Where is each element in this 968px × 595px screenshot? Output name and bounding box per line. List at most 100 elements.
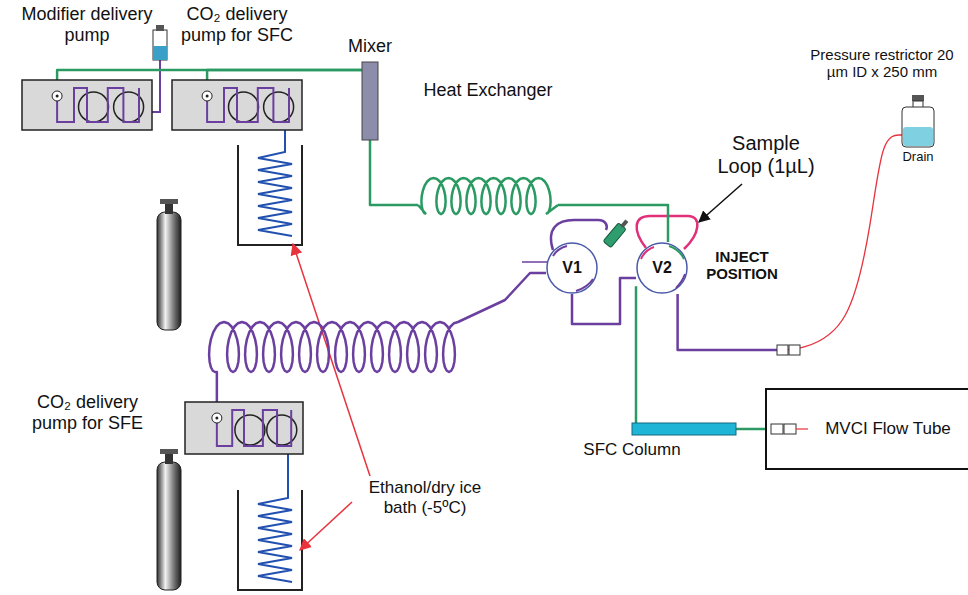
node-label: Mixer — [335, 36, 405, 57]
text-holder: V2 — [636, 242, 688, 294]
node-label: CO₂ delivery pump for SFC — [167, 4, 307, 45]
tubing-path — [635, 286, 638, 423]
tubing-path — [736, 428, 765, 431]
tubing-connector — [736, 429, 765, 430]
leader-arrow — [293, 244, 370, 476]
syringe-plunger — [620, 219, 628, 228]
node-shape — [362, 62, 378, 140]
cylinder-neck — [165, 204, 173, 214]
cylinder-neck — [165, 454, 173, 464]
valve-channel — [553, 246, 567, 256]
bottle-body — [902, 107, 934, 147]
text-holder: CO₂ delivery pump for SFC — [167, 4, 307, 45]
restrictor-capillary — [796, 428, 808, 429]
tubing-path — [370, 140, 418, 205]
tubing-connector — [209, 273, 546, 402]
text-holder: Drain — [888, 150, 948, 165]
pump-box: CO₂ delivery pump for SFE — [185, 402, 303, 454]
leader-arrow — [699, 184, 742, 222]
pump-head — [229, 92, 259, 122]
union-fitting — [771, 424, 783, 434]
pump-line — [217, 410, 291, 446]
pump-inlet-dot — [56, 95, 59, 98]
node-shape — [632, 423, 736, 435]
pump-inlet — [212, 413, 222, 423]
co2-cylinder — [157, 212, 181, 330]
union-fitting — [784, 424, 796, 434]
cooling-bath — [238, 490, 302, 590]
callout-label: Ethanol/dry ice bath (-5ºC) — [355, 478, 495, 517]
node-label: Drain — [888, 150, 948, 165]
node-shape — [185, 402, 303, 454]
pump-body — [172, 80, 302, 130]
pump-line — [207, 88, 289, 122]
cylinder-valve — [160, 449, 178, 454]
pump-head — [79, 92, 109, 122]
tubing-path — [209, 273, 546, 402]
mixer-body — [362, 62, 378, 140]
pump-inlet — [202, 91, 212, 101]
pump-line — [57, 88, 139, 122]
valve-channel — [669, 246, 684, 259]
pump-inlet-dot — [206, 95, 209, 98]
vent-line — [522, 261, 547, 263]
bottle-liquid — [903, 127, 933, 146]
text-holder: MVCI Flow Tube — [813, 388, 963, 470]
text-holder: CO₂ delivery pump for SFE — [20, 392, 155, 433]
node-label: Heat Exchanger — [408, 80, 568, 101]
valve-channel — [676, 274, 685, 288]
tubing-connector — [207, 70, 362, 80]
node-label: MVCI Flow Tube — [825, 419, 951, 439]
vial-cap — [156, 25, 164, 31]
sfc-column: SFC Column — [632, 423, 736, 435]
cooling-coil — [258, 454, 292, 582]
column-body — [632, 423, 736, 435]
switching-valve: V1 — [546, 242, 598, 294]
node-shape — [902, 95, 934, 147]
text-holder: Heat Exchanger — [408, 80, 568, 101]
heat-exchanger-winding — [418, 178, 558, 214]
node-label: SFC Column — [562, 440, 702, 460]
text-holder: V1 — [546, 242, 598, 294]
node-label: V1 — [562, 259, 582, 277]
pump-body — [22, 80, 152, 130]
callout-label: Pressure restrictor 20 µm ID x 250 mm — [806, 46, 958, 81]
union-fitting — [789, 345, 800, 355]
tubing-connector — [57, 70, 362, 80]
bottle-cap — [912, 95, 924, 101]
node-label: Modifier delivery pump — [17, 4, 157, 45]
co2-cylinder — [157, 462, 181, 590]
valve-channel — [641, 247, 654, 259]
pump-box: Modifier delivery pump — [22, 80, 152, 130]
node-shape — [22, 80, 152, 130]
flow-tube-box: MVCI Flow Tube — [765, 388, 968, 470]
switching-valve: V2 — [636, 242, 688, 294]
tubing-connector — [370, 140, 418, 205]
pump-body — [185, 402, 303, 454]
node-label: CO₂ delivery pump for SFE — [20, 392, 155, 433]
tubing-path — [558, 205, 668, 242]
modifier-vial — [153, 30, 167, 60]
pump-inlet-dot — [215, 417, 218, 420]
tubing-connector — [558, 205, 668, 242]
tubing-path — [57, 70, 362, 80]
union-fitting — [777, 345, 788, 355]
node-shape — [418, 172, 558, 220]
callout-label: INJECT POSITION — [698, 248, 786, 283]
leader-arrow — [300, 502, 352, 550]
tubing-path — [207, 70, 362, 80]
pump-inlet — [52, 91, 62, 101]
text-holder: SFC Column — [562, 440, 702, 460]
mixer: Mixer — [362, 62, 378, 140]
cooling-coil — [258, 130, 292, 236]
modifier-liquid — [153, 46, 167, 60]
valve-channel — [576, 279, 593, 291]
pump-head — [235, 415, 265, 445]
syringe — [603, 217, 631, 247]
text-holder: Mixer — [335, 36, 405, 57]
text-holder: Modifier delivery pump — [17, 4, 157, 45]
flow-tube-outline — [766, 389, 968, 469]
heat-exchanger-coil: Heat Exchanger — [418, 172, 558, 220]
tubing-path — [678, 294, 780, 350]
cylinder-valve — [160, 199, 178, 204]
